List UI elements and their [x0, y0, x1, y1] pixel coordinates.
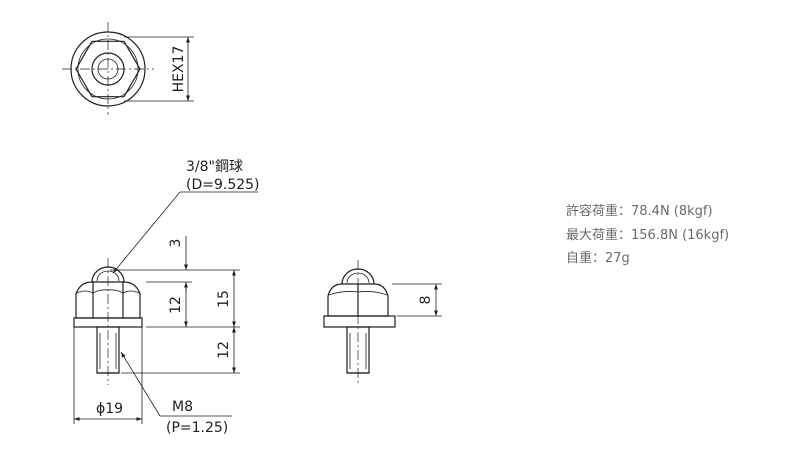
- side-view: 8: [323, 260, 442, 385]
- dim-thread-length: 12: [216, 341, 232, 359]
- dim-body-height: 12: [168, 296, 184, 314]
- thread-size-label: M8: [172, 399, 193, 415]
- weight-spec: 自重：27g: [566, 251, 630, 266]
- thread-pitch-label: (P=1.25): [166, 420, 228, 436]
- front-view: 3/8"鋼球 (D=9.525) 3 12 15 12 ϕ19 M8 (P=1.…: [73, 159, 260, 436]
- dim-diameter: ϕ19: [96, 401, 123, 417]
- hex-dimension-label: HEX17: [171, 46, 187, 93]
- max-load-spec: 最大荷重：156.8N (16kgf): [566, 228, 730, 243]
- top-view: HEX17: [62, 22, 194, 115]
- dim-ball-height: 3: [168, 239, 184, 248]
- ball-label: 3/8"鋼球: [186, 159, 243, 175]
- dim-hex-height: 8: [418, 296, 434, 305]
- dim-total-height: 15: [216, 290, 232, 308]
- ball-diameter-label: (D=9.525): [186, 177, 260, 193]
- allowable-load-spec: 許容荷重：78.4N (8kgf): [566, 204, 713, 219]
